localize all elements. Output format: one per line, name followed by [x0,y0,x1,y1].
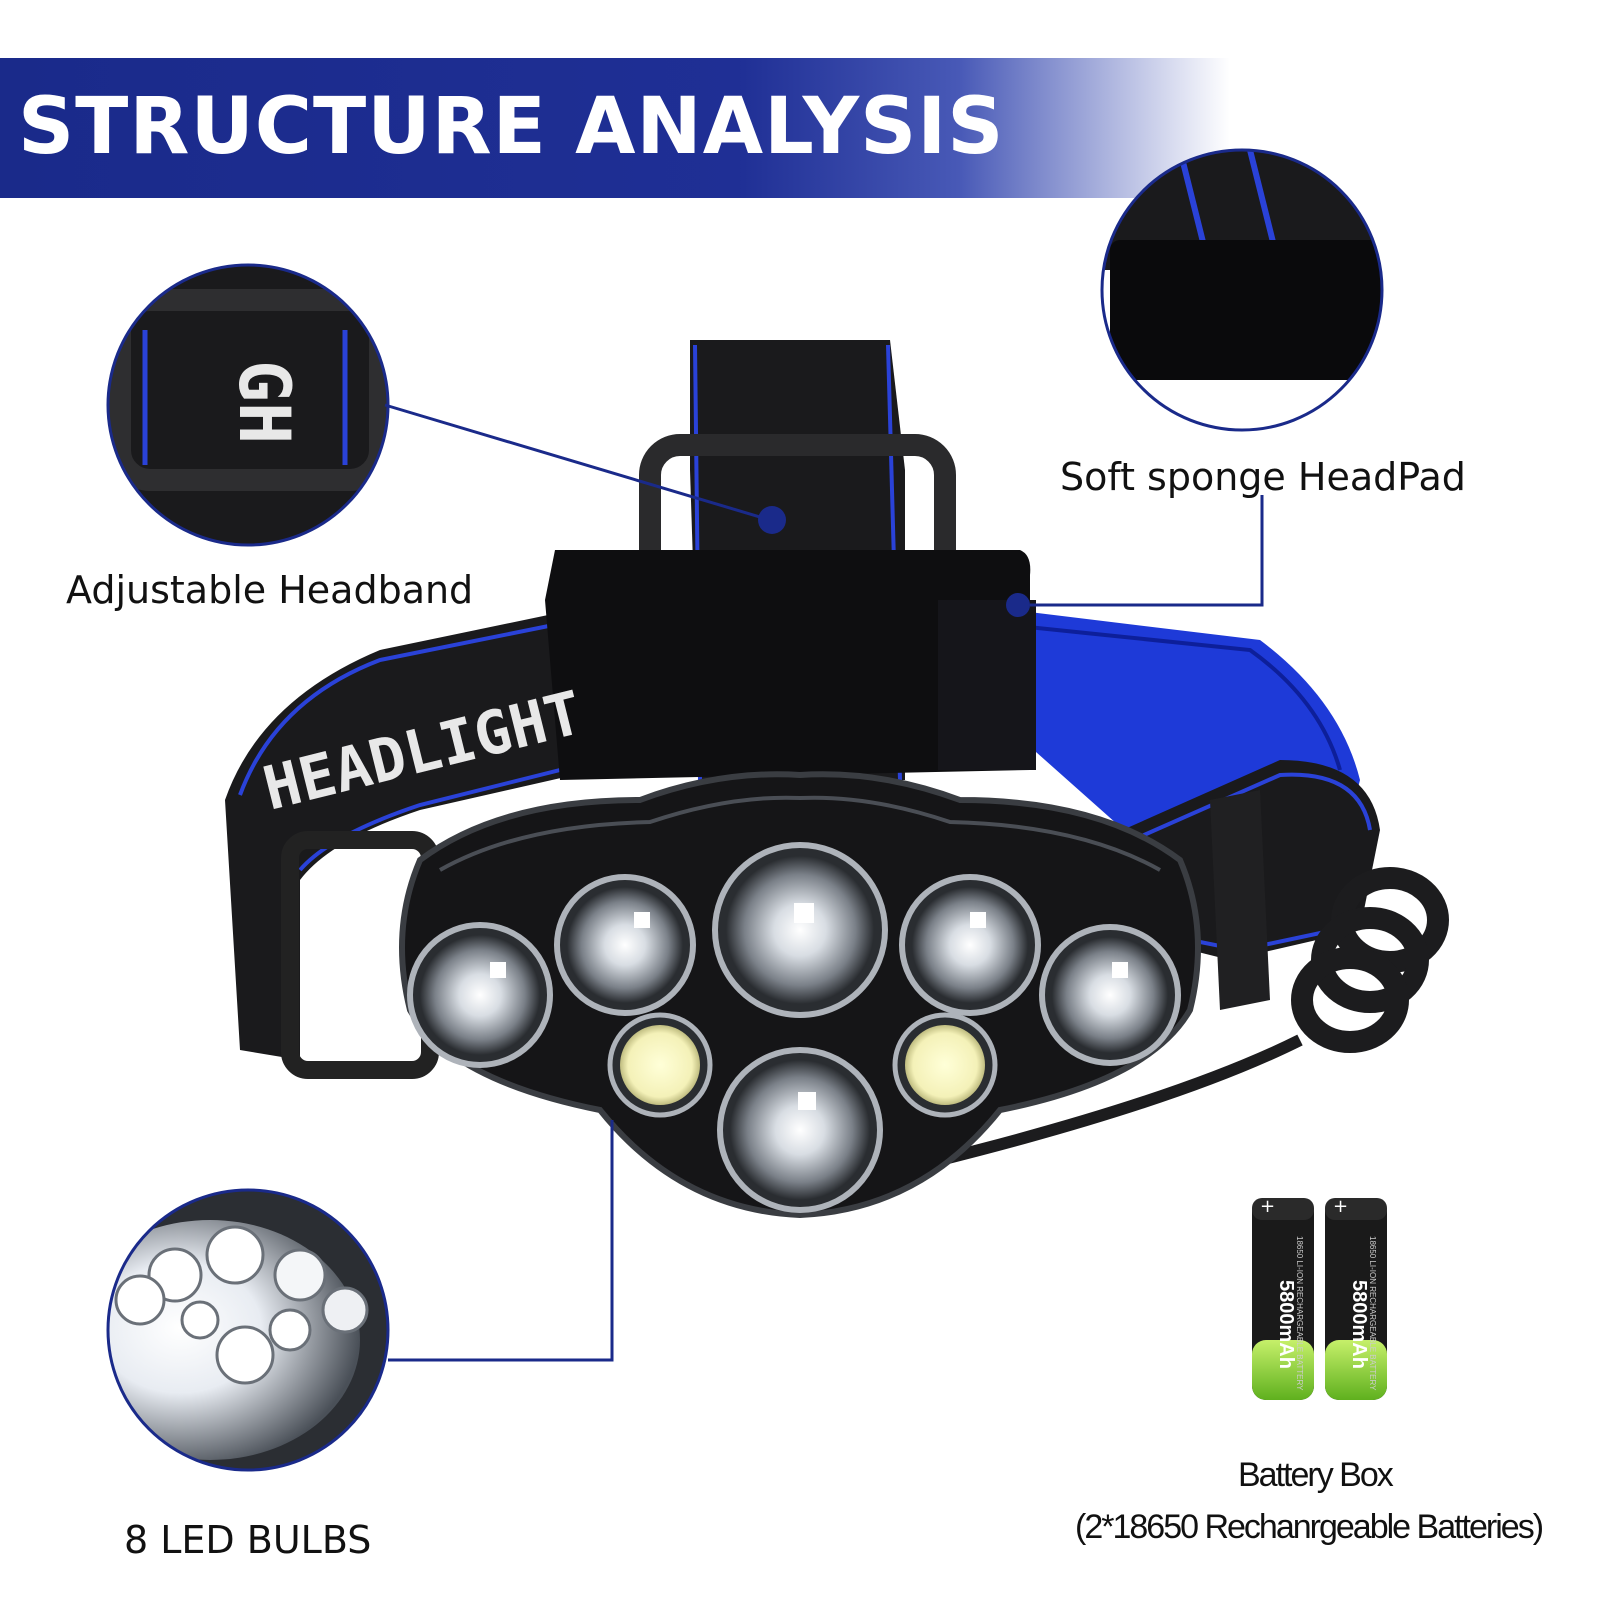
led-bulb [717,1047,883,1213]
led-bulb [407,922,553,1068]
headpad-zoom-circle [1100,148,1384,432]
led-bulb [554,874,696,1016]
led-bulb [1039,924,1181,1066]
page-title: STRUCTURE ANALYSIS [18,82,1005,172]
svg-text:GH: GH [223,360,305,444]
cob-light [892,1012,998,1118]
led-array [407,842,1181,1213]
headlamp-illustration [225,340,1449,1166]
battery-capacity-label: 5800mAh [1348,1280,1370,1369]
led-bulb [899,874,1041,1016]
bulbs-zoom-circle [106,1188,390,1472]
svg-text:+: + [1260,1196,1275,1217]
svg-text:+: + [1333,1196,1348,1217]
headband-label: Adjustable Headband [66,568,474,612]
headpad-marker-dot [1006,593,1030,617]
battery-type-label: 18650 LI-ION RECHARGEABLE BATTERY [1368,1236,1377,1391]
title-banner [0,58,1230,198]
headband-marker-dot [758,506,786,534]
headpad-label: Soft sponge HeadPad [1060,455,1466,499]
led-bulb [712,842,888,1018]
headband-zoom-circle: GH [106,263,390,547]
battery-box-label: Battery Box [1238,1456,1394,1494]
battery-right: + [1325,1196,1387,1400]
battery-box-subtitle: (2*18650 Rechanrgeable Batteries) [1075,1508,1544,1546]
battery-left: + [1252,1196,1314,1400]
battery-type-label: 18650 LI-ION RECHARGEABLE BATTERY [1295,1236,1304,1391]
battery-capacity-label: 5800mAh [1275,1280,1297,1369]
cob-light [607,1012,713,1118]
bulbs-label: 8 LED BULBS [124,1518,372,1562]
callout-lines [384,403,1264,1362]
